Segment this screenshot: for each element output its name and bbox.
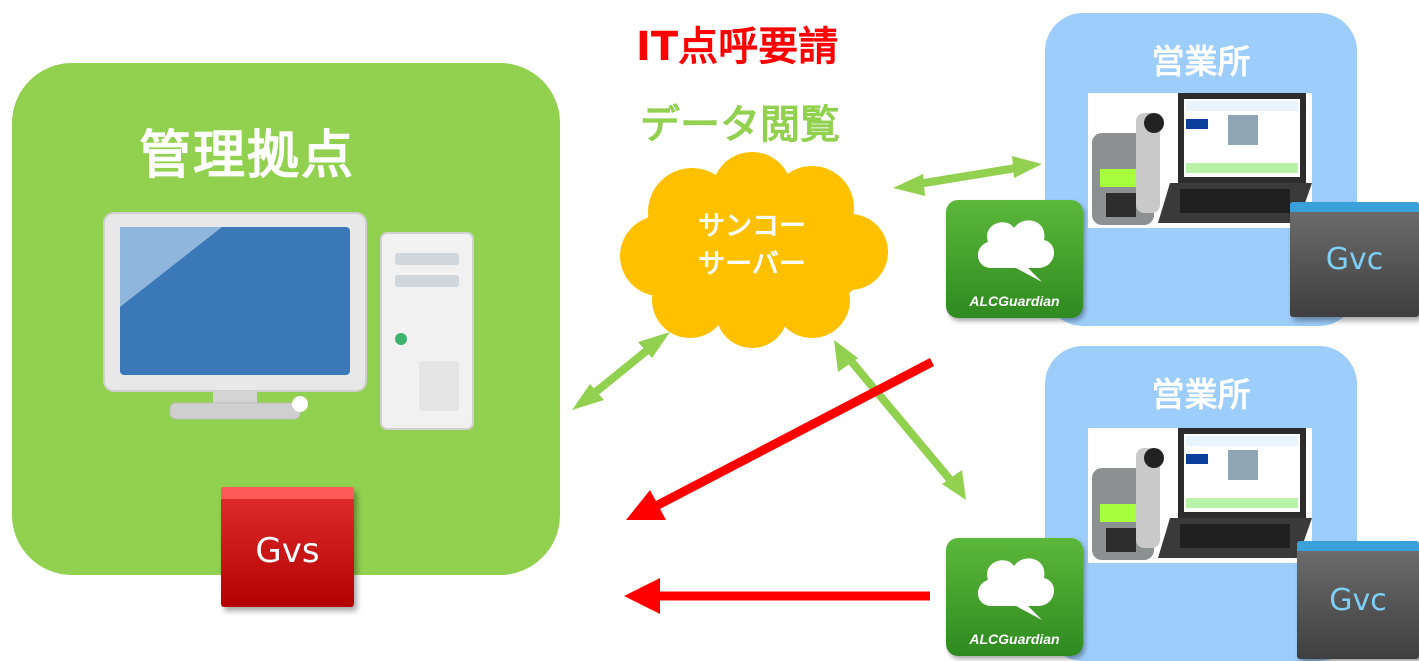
- office-photo-2: [1088, 428, 1312, 563]
- breathalyzer-laptop-photo: [1092, 93, 1312, 225]
- alcguardian-label-2: ALCGuardian: [969, 631, 1060, 647]
- gvs-app-icon: Gvs: [221, 487, 354, 607]
- gvc-label-1: Gvc: [1325, 242, 1384, 277]
- gvs-label: Gvs: [255, 531, 320, 571]
- office-title-2: 営業所: [1151, 375, 1251, 414]
- admin-base-title: 管理拠点: [138, 126, 355, 186]
- alcguardian-app-icon-2: ALCGuardian: [946, 538, 1083, 656]
- desktop-monitor-icon: [103, 212, 367, 420]
- request-arrow-office2-admin: [624, 578, 930, 614]
- gvc-label-2: Gvc: [1329, 583, 1387, 618]
- cloud-speech-icon: [977, 220, 1055, 282]
- gvc-app-icon-1: Gvc: [1290, 202, 1419, 317]
- alcguardian-label-1: ALCGuardian: [969, 293, 1060, 309]
- request-arrow-office1-admin: [626, 358, 935, 520]
- sanko-server-label: サンコー サーバー: [672, 208, 832, 284]
- cloud-speech-icon: [977, 558, 1055, 620]
- sync-arrow-server-office1: [893, 156, 1042, 196]
- server-label-line1: サンコー: [698, 211, 806, 242]
- gvc-app-icon-2: Gvc: [1297, 541, 1419, 659]
- it-roll-call-request-label: IT点呼要請: [636, 24, 839, 70]
- sync-arrow-server-office2: [834, 340, 966, 500]
- desktop-tower-icon: [380, 232, 474, 430]
- cloud-server-icon: [620, 152, 888, 348]
- alcguardian-app-icon-1: ALCGuardian: [946, 200, 1083, 318]
- office-title-1: 営業所: [1151, 42, 1251, 81]
- server-label-line2: サーバー: [698, 249, 806, 280]
- office-photo-1: [1088, 93, 1312, 228]
- data-view-label: データ閲覧: [640, 102, 840, 148]
- breathalyzer-laptop-photo: [1092, 428, 1312, 560]
